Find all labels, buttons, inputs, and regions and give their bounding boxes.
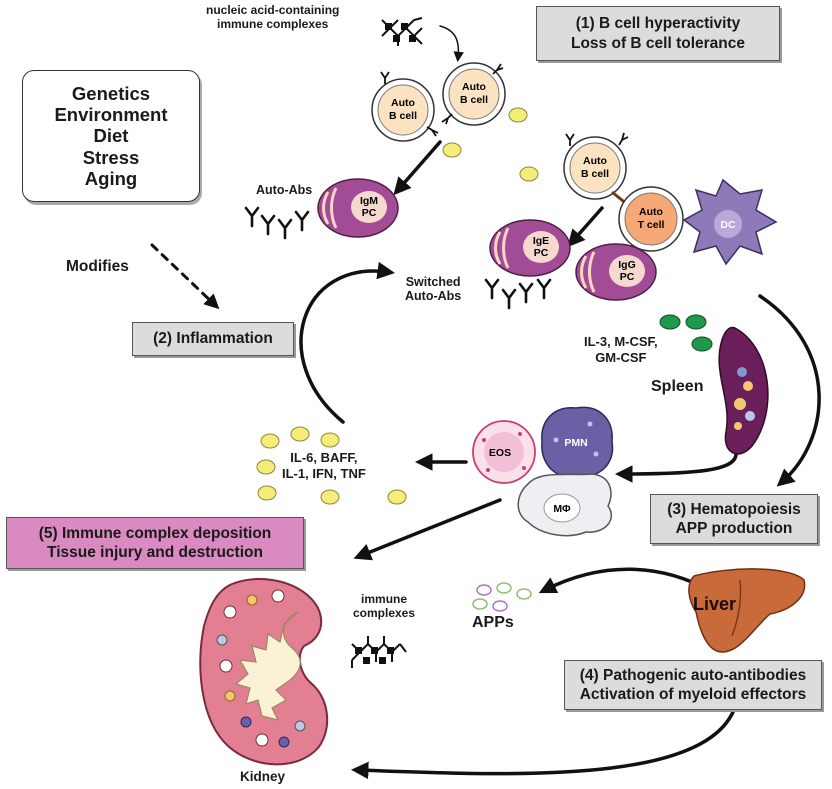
inflam-line-2: IL-1, IFN, TNF: [282, 466, 366, 482]
spleen-label: Spleen: [651, 378, 704, 395]
apps-label: APPs: [472, 614, 514, 631]
inflammatory-cytokines-label: IL-6, BAFF, IL-1, IFN, TNF: [282, 450, 366, 483]
stage-1-line-2: Loss of B cell tolerance: [571, 34, 745, 52]
csf-line-1: IL-3, M-CSF,: [584, 334, 658, 349]
stage-5-line-1: (5) Immune complex deposition: [38, 524, 272, 542]
nucleic-acid-label: nucleic acid-containing immune complexes: [206, 3, 340, 32]
risk-factors-box: Genetics Environment Diet Stress Aging: [22, 70, 200, 202]
dc-label: DC: [720, 219, 736, 231]
inflam-line-1: IL-6, BAFF,: [290, 450, 358, 465]
stage-3-box: (3) Hematopoiesis APP production: [650, 494, 818, 544]
immune-complex-icon: [351, 636, 407, 668]
arrow-bcell-to-igm: [393, 140, 442, 196]
arrows: [150, 25, 821, 780]
factor-aging: Aging: [84, 167, 138, 189]
dendritic-cell: DC: [682, 178, 778, 266]
factor-environment: Environment: [54, 104, 168, 126]
arrow-complexes-to-bcell: [439, 25, 464, 63]
switched-line-2: Auto-Abs: [405, 289, 462, 304]
macrophage-cell: MΦ: [517, 473, 613, 537]
apps-dots: [472, 582, 532, 612]
switched-line-1: Switched: [405, 275, 461, 289]
factor-diet: Diet: [93, 125, 129, 147]
auto-b-cell-left-label-2: B cell: [389, 110, 417, 122]
stage-1-box: (1) B cell hyperactivity Loss of B cell …: [536, 6, 780, 61]
immune-complexes-label: immune complexes: [353, 592, 416, 621]
modifies-label: Modifies: [66, 258, 129, 275]
factor-genetics: Genetics: [71, 82, 151, 104]
stage-3-line-2: APP production: [675, 520, 793, 537]
auto-b-cell-left: Auto B cell: [371, 71, 439, 142]
switched-auto-abs-icon: [484, 278, 552, 310]
nucleic-acid-line-1: nucleic acid-containing: [206, 3, 340, 17]
kidney-icon: [199, 577, 329, 766]
csf-dots: [659, 314, 713, 352]
stage-1-line-1: (1) B cell hyperactivity: [575, 15, 741, 33]
stage-2-box: (2) Inflammation: [132, 322, 294, 356]
auto-b-cell-middle: Auto B cell: [563, 132, 629, 200]
stage-2-line-1: (2) Inflammation: [153, 330, 273, 348]
liver-icon: [688, 568, 806, 653]
igg-pc-label: IgG: [618, 259, 636, 271]
stage-3-line-1: (3) Hematopoiesis: [667, 500, 801, 518]
arrow-modifies: [150, 243, 220, 310]
igg-plasma-cell: IgG PC: [575, 243, 657, 301]
stage-5-line-2: Tissue injury and destruction: [47, 544, 263, 561]
arrow-bcell-to-ige: [567, 206, 604, 248]
auto-t-cell-label: Auto: [639, 206, 663, 218]
spleen-icon: [718, 326, 769, 455]
pmn-cell: PMN: [541, 406, 614, 478]
csf-line-2: GM-CSF: [595, 349, 647, 365]
nucleic-complex-icon: [381, 17, 423, 46]
kidney-label: Kidney: [240, 769, 286, 784]
igg-pc-label-2: PC: [620, 271, 635, 283]
auto-abs-label: Auto-Abs: [256, 183, 313, 197]
auto-t-cell-label-2: T cell: [638, 219, 665, 231]
cytokine-dots-top: [442, 107, 539, 182]
arrow-to-kidney: [351, 692, 740, 780]
stage-4-line-2: Activation of myeloid effectors: [579, 686, 807, 703]
auto-b-cell-right-label-2: B cell: [460, 94, 488, 106]
immune-complexes-line-1: immune: [361, 592, 408, 606]
liver-label: Liver: [693, 594, 737, 614]
ige-pc-label: IgE: [533, 235, 549, 247]
factor-stress: Stress: [82, 146, 140, 168]
cytokine-dots-inflammation: [256, 426, 407, 505]
stage-4-box: (4) Pathogenic auto-antibodies Activatio…: [564, 660, 822, 710]
ige-plasma-cell: IgE PC: [489, 219, 571, 277]
mphi-label: MΦ: [553, 503, 571, 515]
nucleic-acid-line-2: immune complexes: [216, 16, 329, 31]
switched-auto-abs-label: Switched Auto-Abs: [405, 275, 461, 304]
arrow-spleen-to-cells: [615, 453, 738, 483]
igm-plasma-cell: IgM PC: [317, 178, 399, 238]
ige-pc-label-2: PC: [534, 247, 549, 259]
stage-4-line-1: (4) Pathogenic auto-antibodies: [579, 666, 807, 684]
eos-cell: EOS: [472, 420, 536, 484]
arrow-cells-to-deposition: [353, 498, 502, 561]
igm-pc-label-2: PC: [362, 207, 377, 219]
auto-b-cell-middle-label: Auto: [583, 155, 607, 167]
arrow-to-hematopoiesis: [758, 294, 821, 487]
eos-label: EOS: [489, 447, 511, 459]
csf-cytokines-label: IL-3, M-CSF, GM-CSF: [584, 334, 658, 365]
auto-b-cell-middle-label-2: B cell: [581, 168, 609, 180]
auto-t-cell: Auto T cell: [611, 186, 684, 252]
pmn-label: PMN: [564, 437, 587, 449]
immune-complexes-line-2: complexes: [353, 605, 416, 620]
auto-b-cell-right-label: Auto: [462, 81, 486, 93]
arrow-inflammation-loop: [299, 261, 395, 424]
igm-pc-label: IgM: [360, 195, 378, 207]
auto-b-cell-right: Auto B cell: [441, 62, 506, 126]
arrow-liver-to-apps: [538, 567, 714, 594]
auto-b-cell-left-label: Auto: [391, 97, 415, 109]
auto-abs-icon: [244, 206, 310, 240]
stage-5-box: (5) Immune complex deposition Tissue inj…: [6, 517, 304, 569]
